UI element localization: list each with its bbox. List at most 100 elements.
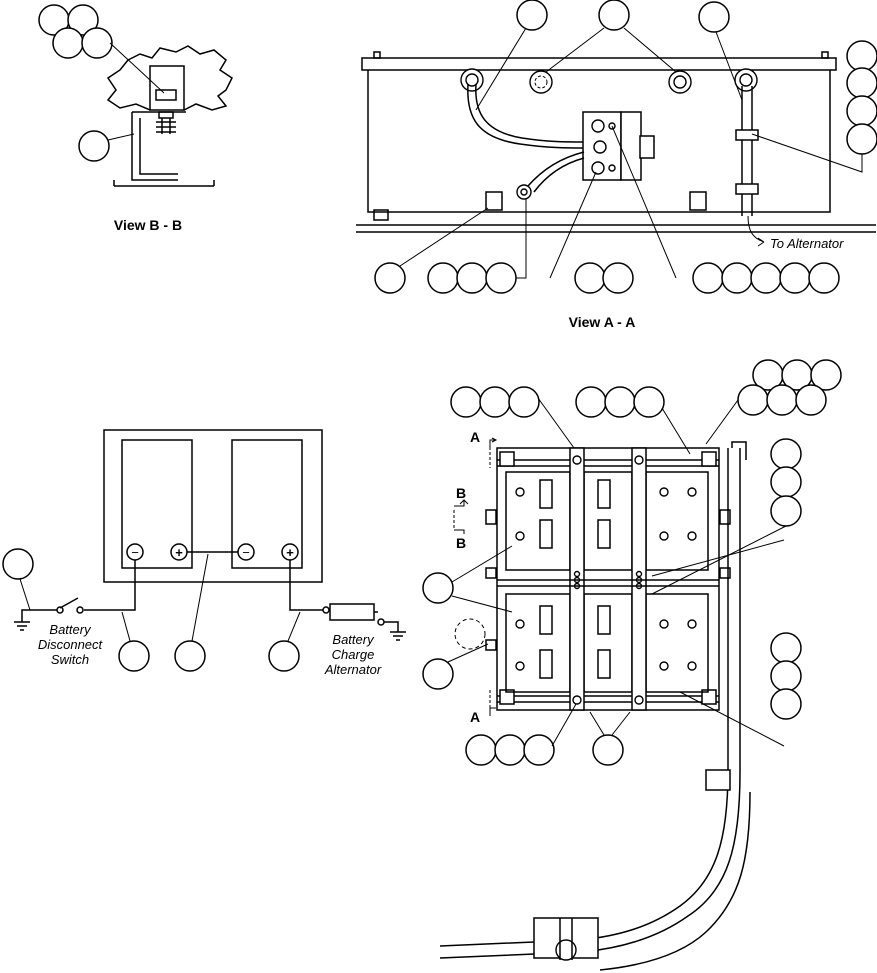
leader-line [651,539,785,577]
leader-line [661,407,691,455]
leader-line [679,691,785,747]
section-b-arrow-bottom [454,529,465,534]
aa-lip-hole [373,51,381,59]
leader-line [623,27,677,73]
leader-line [545,27,605,73]
leader-line [19,578,31,611]
disconnect-label-line1: Battery [49,622,92,637]
item-balloon [523,734,555,766]
item-balloon [78,130,110,162]
item-balloon [770,466,802,498]
alternator-contact [377,618,385,626]
alternator-label-line1: Battery [332,632,375,647]
battery-box-plan-view: A A B B [422,359,842,971]
section-a-label-top: A [470,429,480,445]
aa-terminal-clamp [639,135,655,159]
item-balloon [602,262,634,294]
item-balloon [422,658,454,690]
item-balloon [2,548,34,580]
alternator-contact [322,606,330,614]
item-balloon [810,359,842,391]
leader-line [516,198,527,279]
item-balloon [494,734,526,766]
aa-conduit-clip [735,129,759,141]
item-balloon [575,386,607,418]
leader-line [715,31,743,101]
item-balloon [174,640,206,672]
cable-clamp [705,769,731,791]
terminal-symbol: − [242,545,250,560]
alternator-symbol [329,603,375,621]
alternator-ground-wire [384,621,399,632]
plan-box-rails [497,459,719,703]
item-balloon [427,262,459,294]
battery-left [121,439,193,569]
leader-line [109,42,165,94]
leader-line [121,611,131,642]
view-bb-detail: View B - B [38,4,233,233]
section-a-arrow-bottom [489,707,496,716]
terminal-symbol: + [286,545,294,560]
leader-line [549,171,597,279]
item-balloon-hidden [454,618,486,650]
item-balloon [779,262,811,294]
ground-symbol [390,631,406,641]
battery-cell [505,471,571,571]
item-balloon [574,262,606,294]
item-balloon [633,386,665,418]
item-balloon [456,262,488,294]
item-balloon [846,40,877,72]
aa-alternator-arrow [747,215,765,247]
item-balloon [485,262,517,294]
item-balloon [737,384,769,416]
section-a-arrow-top [489,437,498,450]
aa-cable-top-edge [475,83,585,143]
view-aa-detail: To Alternator View A - A [356,0,877,330]
aa-conduit-clip [735,183,759,195]
item-balloon [450,386,482,418]
corner-bracket [701,451,717,467]
item-balloon [770,660,802,692]
cable-run-top [731,441,747,460]
aa-cable-bottom [527,151,585,193]
disconnect-label-line2: Disconnect [38,637,104,652]
leader-line [107,133,135,141]
item-balloon [770,495,802,527]
wiring-schematic: − + − + Battery Disconnect Switch Batter… [2,429,406,677]
aa-battery-box [367,70,831,213]
aa-bracket-left [485,191,503,211]
leader-line [447,643,489,663]
aa-foot [373,209,389,221]
leader-line [451,595,513,613]
cable-run-inner [439,448,741,959]
item-balloon [692,262,724,294]
positive-wire [289,560,324,611]
aa-terminal-block-side [620,111,642,181]
item-balloon [795,384,827,416]
leader-line [191,553,209,642]
view-aa-title: View A - A [569,314,636,330]
item-balloon [770,632,802,664]
battery-cell [505,593,571,693]
leader-line [611,711,631,736]
leader-line [589,711,605,736]
cable-run-third [599,791,751,971]
view-bb-title: View B - B [114,217,182,233]
side-bracket [485,509,497,525]
bb-washer [158,111,174,119]
leader-line [751,133,863,173]
ground-symbol [14,621,30,631]
battery-box-outline [103,429,323,583]
terminal-symbol: − [131,545,139,560]
alternator-label-line2: Charge [332,647,375,662]
item-balloon [465,734,497,766]
item-balloon [268,640,300,672]
item-balloon [592,734,624,766]
disconnect-label-line3: Switch [51,652,89,667]
corner-bracket [499,451,515,467]
side-bracket [719,509,731,525]
item-balloon [508,386,540,418]
item-balloon [750,262,782,294]
leader-line [287,611,301,642]
aa-bracket-right [689,191,707,211]
